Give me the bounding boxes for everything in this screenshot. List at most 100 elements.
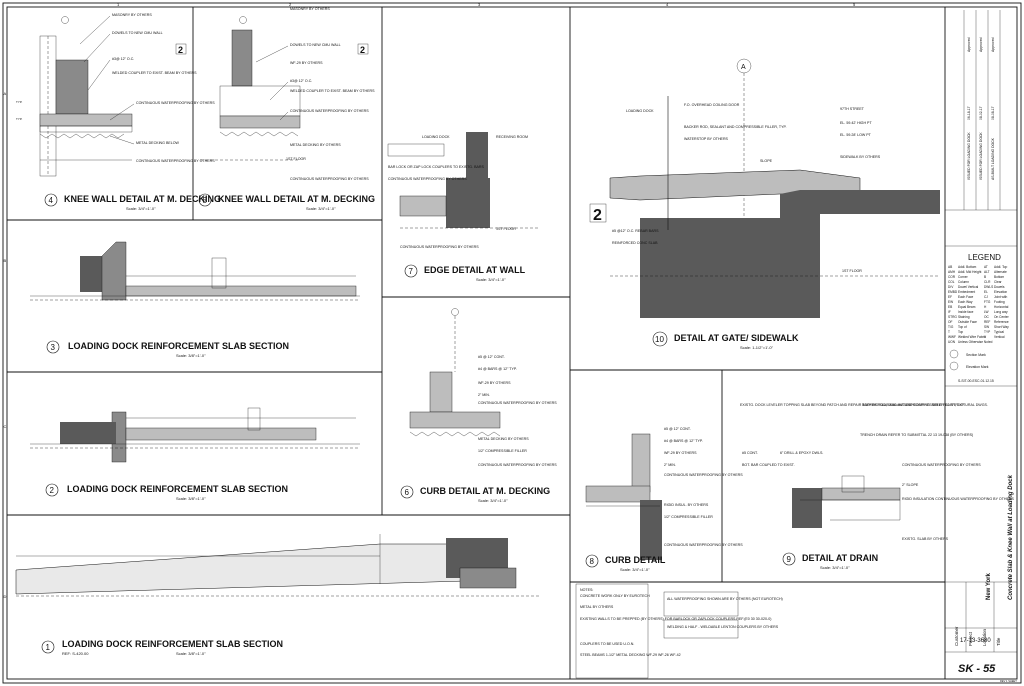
callout-waterproofing-2: CONTINUOUS WATERPROOFING BY OTHERS <box>136 159 215 163</box>
detail-drain-9: EXISTG. DOCK LEVELER TOPPING SLAB BEYOND… <box>740 403 1014 570</box>
callout-floor-10: 1ST FLOOR <box>842 269 862 273</box>
legend-cell: Reference <box>994 320 1009 324</box>
legend-cell: EL <box>984 290 988 294</box>
legend-cell: CLR <box>984 280 991 284</box>
detail-ref-1: REF: S-420.00 <box>62 651 89 656</box>
detail-bubble-7 <box>404 264 418 278</box>
title-value: Concrete Slab & Knee Wall at Loading Doc… <box>1008 474 1014 600</box>
grid-row-d: D <box>4 594 7 599</box>
legend-cell: Staining <box>958 315 970 319</box>
detail-scale-9: Scale: 3/4"=1'-0" <box>820 565 850 570</box>
callout-curb6-wf29: WF-29 BY OTHERS <box>478 381 511 385</box>
callout-floor-7: 1ST FLOOR <box>496 227 516 231</box>
detail-curb-8: #5 @ 12" CONT. #4 @ BARS @ 12" TYP. WF-2… <box>585 427 743 572</box>
detail-gate-sidewalk-10: A LOADING DOCK F.O. OVERHEAD COILING DOO… <box>589 58 940 350</box>
title-label: Title <box>996 637 1001 646</box>
notes-block: NOTES: CONCRETE WORK ONLY BY EUROTECH ME… <box>575 583 783 679</box>
legend-cell: Addl. Top <box>994 265 1007 269</box>
callout-metal-decking: METAL DECKING BELOW <box>136 141 180 145</box>
rev-desc-2: AS-BUILT LOADING DOCK <box>991 137 995 180</box>
legend-cell: EW <box>948 300 953 304</box>
note-line-0: CONCRETE WORK ONLY BY EUROTECH <box>580 594 650 598</box>
legend-cell: Embedment <box>958 290 975 294</box>
callout-drain-waterproofing: CONTINUOUS WATERPROOFING BY OTHERS <box>902 463 981 467</box>
legend-cell: Clear <box>994 280 1003 284</box>
callout-coiling-door: F.O. OVERHEAD COILING DOOR <box>684 103 740 107</box>
legend-title: LEGEND <box>968 253 1001 262</box>
legend-cell: AT <box>984 265 988 269</box>
legend-cell: Alternate <box>994 270 1007 274</box>
legend-cell: V <box>984 335 987 339</box>
legend-cell: Horizontal <box>994 305 1009 309</box>
detail-scale-8: Scale: 3/4"=1'-0" <box>620 567 650 572</box>
detail-slab-section-3: 3 LOADING DOCK REINFORCEMENT SLAB SECTIO… <box>30 241 360 358</box>
legend-cell: OC <box>984 315 989 319</box>
callout-drain-coupler: BOT. BAR COUPLED TO EXIST. <box>742 463 795 467</box>
callout-drain-trench: TRENCH DRAIN REFER TO SUBMITTAL 22 13 19… <box>860 433 973 437</box>
legend-cell: Addl. Mid Height <box>958 270 982 274</box>
detail-num-5: 5 <box>203 196 208 205</box>
detail-curb-6: #5 @ 12" CONT. #4 @ BARS @ 12" TYP. WF-2… <box>400 308 557 503</box>
callout-decking-5: METAL DECKING BY OTHERS <box>290 143 341 147</box>
svg-text:2: 2 <box>593 207 602 224</box>
legend-cell: AMH <box>948 270 956 274</box>
location-label: Location <box>982 628 987 646</box>
grid-col-4: 4 <box>666 2 669 7</box>
elevation-mark-icon <box>949 361 959 371</box>
callout-dowels-5: DOWELS TO NEW CMU WALL <box>290 43 341 47</box>
callout-curb6-decking: METAL DECKING BY OTHERS <box>478 437 529 441</box>
callout-floor-5: 1ST FLOOR <box>286 157 306 161</box>
detail-num-4: 4 <box>49 196 54 205</box>
detail-scale-5: Scale: 3/4"=1'-0" <box>306 206 336 211</box>
legend-cell: SW <box>984 325 989 329</box>
svg-text:SK - 55: SK - 55 <box>958 663 996 675</box>
detail-title-10: DETAIL AT GATE/ SIDEWALK <box>674 333 799 343</box>
callout-curb6-waterproofing-2: CONTINUOUS WATERPROOFING BY OTHERS <box>478 463 557 467</box>
rev-status-1: Approved <box>979 37 983 52</box>
callout-curb8-insul: RIGID INSUL. BY OTHERS <box>664 503 709 507</box>
detail-title-6: CURB DETAIL AT M. DECKING <box>420 486 550 496</box>
sheet-number: 55 <box>983 663 996 675</box>
legend-cell: Joint with <box>994 295 1008 299</box>
legend-cell: Short Way <box>994 325 1009 329</box>
grid-col-1: 1 <box>117 2 120 7</box>
detail-bubble-2 <box>45 483 59 497</box>
callout-curb8-waterproofing: CONTINUOUS WATERPROOFING BY OTHERS <box>664 473 743 477</box>
legend-cell: Dowel Vertical <box>958 285 978 289</box>
detail-title-2: LOADING DOCK REINFORCEMENT SLAB SECTION <box>67 484 288 494</box>
rev-date-2: 08-08-17 <box>991 106 995 120</box>
detail-title-9: DETAIL AT DRAIN <box>802 553 878 563</box>
rev-status-0: Approved <box>967 37 971 52</box>
sheet-separator: - <box>973 663 983 675</box>
legend-cell: LW <box>984 310 989 314</box>
detail-knee-wall-4: MASONRY BY OTHERS DOWELS TO NEW CMU WALL… <box>16 13 221 211</box>
callout-receiving-room: RECEIVING ROOM <box>496 135 528 139</box>
rev-desc-0: ISSUED FOR LOADING DOCK <box>967 132 971 180</box>
detail-num-6: 6 <box>405 488 410 497</box>
callout-curb8-min: 2" MIN. <box>664 463 676 467</box>
callout-coupler-5: WELDED COUPLER TO EXIST. BEAM BY OTHERS <box>290 89 375 93</box>
note-line-8: STEEL BEAMS 1-1/2" METAL DECKING WF-29 W… <box>580 653 681 657</box>
detail-bubble-1 <box>41 640 55 654</box>
callout-drain-slab: EXISTG. SLAB BY OTHERS <box>902 537 949 541</box>
sheet-prefix: SK <box>958 663 974 675</box>
project-label: Project <box>968 631 973 646</box>
callout-backer-rod: BACKER ROD, SEALANT AND COMPRESSIBLE FIL… <box>684 125 787 129</box>
grid-markers: 1 2 3 4 5 A B C D <box>4 2 857 599</box>
detail-slab-section-2: 2 LOADING DOCK REINFORCEMENT SLAB SECTIO… <box>30 407 360 501</box>
detail-bubble-5 <box>198 193 212 207</box>
callout-drain-backer: BACKER ROD, SEALANT AND COMPRESSIBLE FIL… <box>862 403 965 407</box>
legend-cell: Footing <box>994 300 1005 304</box>
legend-cell: Inside face <box>958 310 974 314</box>
grid-row-a: A <box>4 91 7 96</box>
callout-curb8-filler: 1/2" COMPRESSIBLE FILLER <box>664 515 713 519</box>
detail-num-1: 1 <box>46 643 51 652</box>
legend-cell: Addl. Bottom <box>958 265 977 269</box>
section-mark-icon <box>949 349 959 359</box>
grid-row-c: C <box>4 424 7 429</box>
legend-cell: ALT <box>984 270 990 274</box>
callout-drain-insulation: RIGID INSULATION CONTINUOUS WATERPROOFIN… <box>902 497 1014 501</box>
legend-cell: IF <box>948 310 951 314</box>
